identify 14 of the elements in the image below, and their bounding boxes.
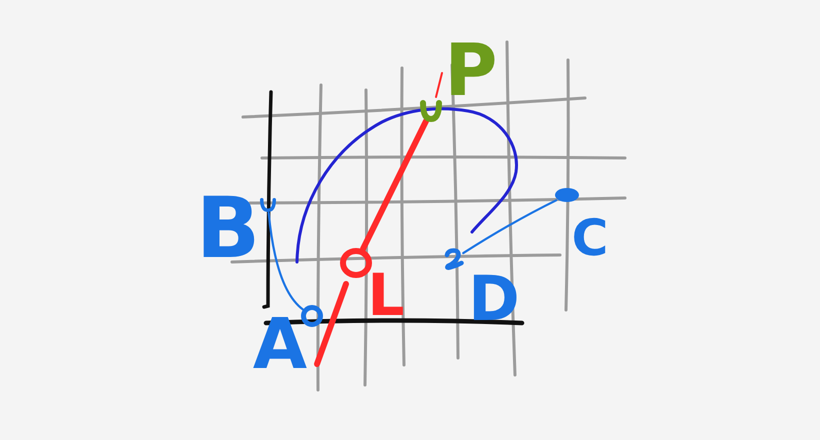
line [360, 118, 430, 252]
point-marker-icon [444, 248, 464, 270]
point-marker-icon [260, 198, 276, 212]
point-label: L [368, 266, 404, 324]
point-label: A [252, 309, 308, 379]
point-marker-icon [340, 248, 372, 278]
point-label: D [468, 268, 520, 330]
point-marker-icon [555, 188, 579, 202]
point-label: B [196, 186, 260, 270]
line [268, 212, 304, 311]
point-label: P [444, 34, 498, 106]
point-label: C [572, 213, 608, 263]
line [462, 199, 558, 254]
point-marker-icon [420, 100, 442, 122]
